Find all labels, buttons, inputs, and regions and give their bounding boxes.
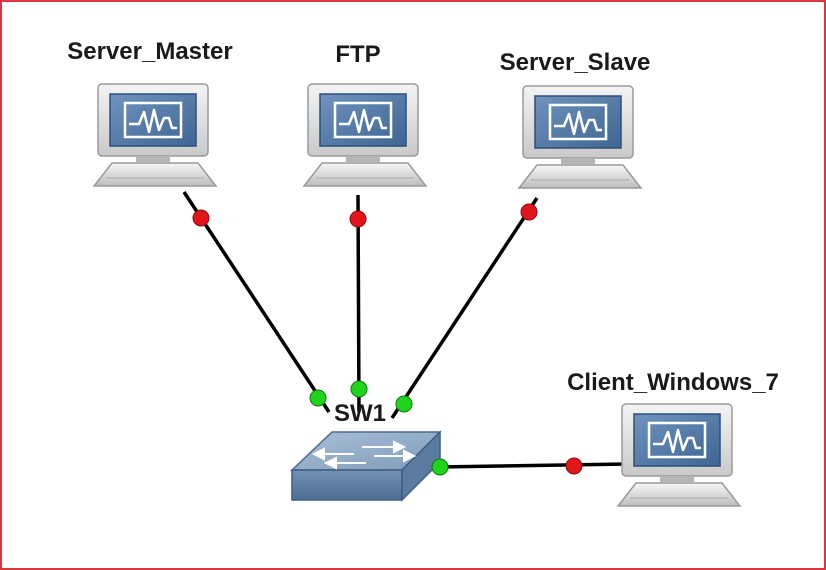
computer-icon <box>92 82 218 188</box>
switch-sw1[interactable]: SW1 <box>290 400 442 502</box>
host-label: Server_Slave <box>500 49 651 76</box>
host-server-slave[interactable]: Server_Slave <box>500 49 651 190</box>
port-indicator-sw1-ftp <box>350 380 368 398</box>
link-server-master-sw1[interactable] <box>182 191 331 413</box>
port-indicators <box>192 203 583 476</box>
port-indicator-client-windows-7 <box>565 457 583 475</box>
computer-icon <box>616 402 742 508</box>
host-server-master[interactable]: Server_Master <box>67 38 233 188</box>
port-indicator-sw1-server-slave <box>395 395 413 413</box>
computer-icon <box>302 82 428 188</box>
switch-label: SW1 <box>334 400 386 427</box>
port-indicator-server-slave <box>520 203 538 221</box>
port-indicator-sw1-client <box>431 458 449 476</box>
host-label: Client_Windows_7 <box>567 369 779 396</box>
host-label: Server_Master <box>67 38 232 65</box>
port-indicator-ftp <box>349 210 367 228</box>
computer-icon <box>517 84 643 190</box>
switch-icon <box>290 430 442 502</box>
host-ftp[interactable]: FTP <box>302 41 428 188</box>
links <box>182 191 629 469</box>
link-ftp-sw1[interactable] <box>356 194 361 413</box>
port-indicator-server-master <box>192 209 210 227</box>
host-label: FTP <box>335 41 380 68</box>
port-indicator-sw1-server-master <box>309 389 327 407</box>
host-client-windows-7[interactable]: Client_Windows_7 <box>567 369 779 508</box>
link-client-sw1[interactable] <box>437 462 629 469</box>
link-server-slave-sw1[interactable] <box>390 197 539 419</box>
